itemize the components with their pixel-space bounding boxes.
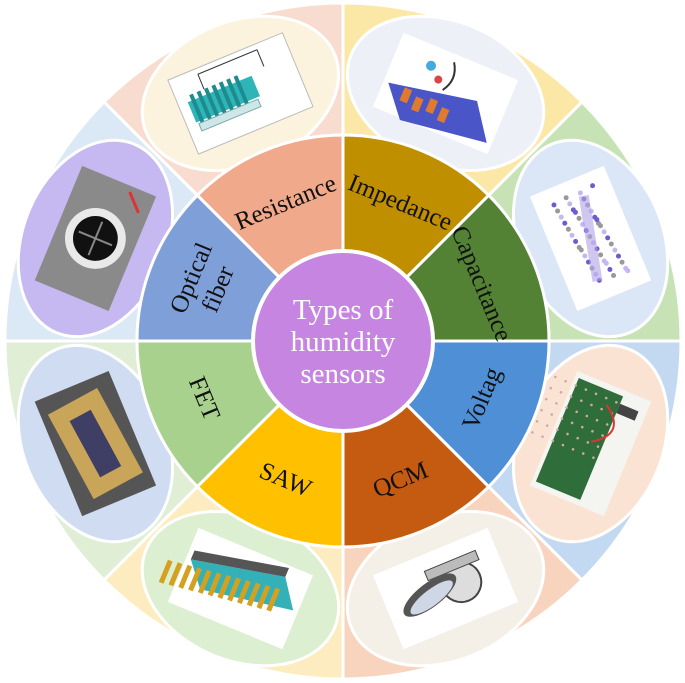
photo-frame-qcm <box>345 509 546 668</box>
fet-chip-package-image <box>34 370 157 517</box>
photo-frame-optical <box>16 138 175 339</box>
capacitance-molecular-structure-image <box>529 165 652 312</box>
photo-frame-fet <box>16 343 175 544</box>
label-optical: Opticalfiber <box>165 239 245 328</box>
resistance-sensor-schematic-image <box>167 32 314 155</box>
inner-ring <box>135 133 551 549</box>
photo-frame-saw <box>140 509 341 668</box>
center-circle <box>251 249 435 433</box>
photo-frame-voltag <box>511 343 670 544</box>
photo-frame-capacitance <box>511 138 670 339</box>
quartz-crystal-microbalance-image <box>372 527 519 650</box>
voltage-breadboard-circuit-image <box>520 370 652 517</box>
optical-fiber-cross-section-image <box>34 165 157 312</box>
surface-acoustic-wave-device-image <box>158 527 314 650</box>
photo-frame-impedance <box>345 14 546 173</box>
impedance-electrode-diagram-image <box>372 32 519 155</box>
photo-frame-resistance <box>140 14 341 173</box>
